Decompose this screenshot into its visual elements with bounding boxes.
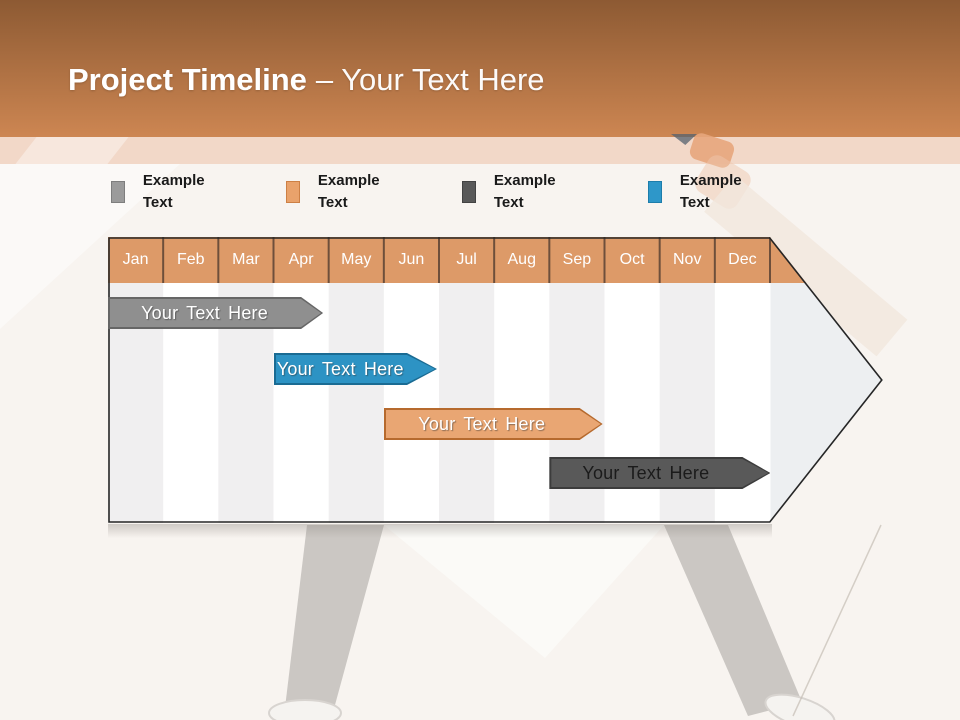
legend-label: Example Text [317,172,380,211]
timeline-bar: Your Text Here [384,408,603,440]
timeline-bar: Your Text Here [108,297,323,329]
timeline-bar-label: Your Text Here [582,462,710,483]
legend-item: Example Text [462,170,561,214]
legend-swatch [286,181,300,203]
month-label: Apr [288,251,314,268]
right-leg [664,525,802,716]
chart-reflection [108,524,772,538]
accent-band [0,137,960,164]
timeline-bar-label: Your Text Here [418,413,546,434]
month-label: Feb [176,251,205,268]
page-title: Project Timeline– Your Text Here [68,60,545,100]
month-label: Dec [728,251,757,268]
month-label: Oct [619,251,645,268]
legend-label: Example Text [679,172,742,211]
right-shoe [764,693,836,720]
timeline-bar: Your Text Here [274,353,438,385]
month-label: May [341,251,372,268]
legs-light-gap [384,525,664,658]
legend-item: Example Text [286,170,385,214]
month-label: Aug [507,251,536,268]
legend-swatch [648,181,662,203]
legend-swatch [462,181,476,203]
month-label: Sep [562,251,592,268]
month-label: Jul [456,251,477,268]
background-diagonal-line [792,524,882,717]
month-label: Jun [398,251,425,268]
slide-header: Project Timeline– Your Text Here [0,0,960,137]
month-header-row: Jan Feb Mar Apr May Jun Jul Aug Sep Oct Nov Dec [108,237,770,283]
timeline-bar-label: Your Text Here [141,302,268,323]
timeline-bar: Your Text Here [549,457,770,489]
legend-item: Example Text [111,170,210,214]
title-primary: Project Timeline [68,62,307,97]
legend-label: Example Text [142,172,205,211]
left-leg [284,525,384,716]
month-label: Nov [673,251,702,268]
title-secondary: – Your Text Here [315,62,545,97]
legend-label: Example Text [493,172,556,211]
legend-swatch [111,181,125,203]
left-shoe [268,699,342,720]
timeline-chart: Jan Feb Mar Apr May Jun Jul Aug Sep Oct Nov Dec You… [108,237,883,523]
timeline-bar-label: Your Text Here [276,358,404,379]
month-label: Mar [232,251,260,268]
legend-item: Example Text [648,170,747,214]
month-label: Jan [122,251,149,268]
